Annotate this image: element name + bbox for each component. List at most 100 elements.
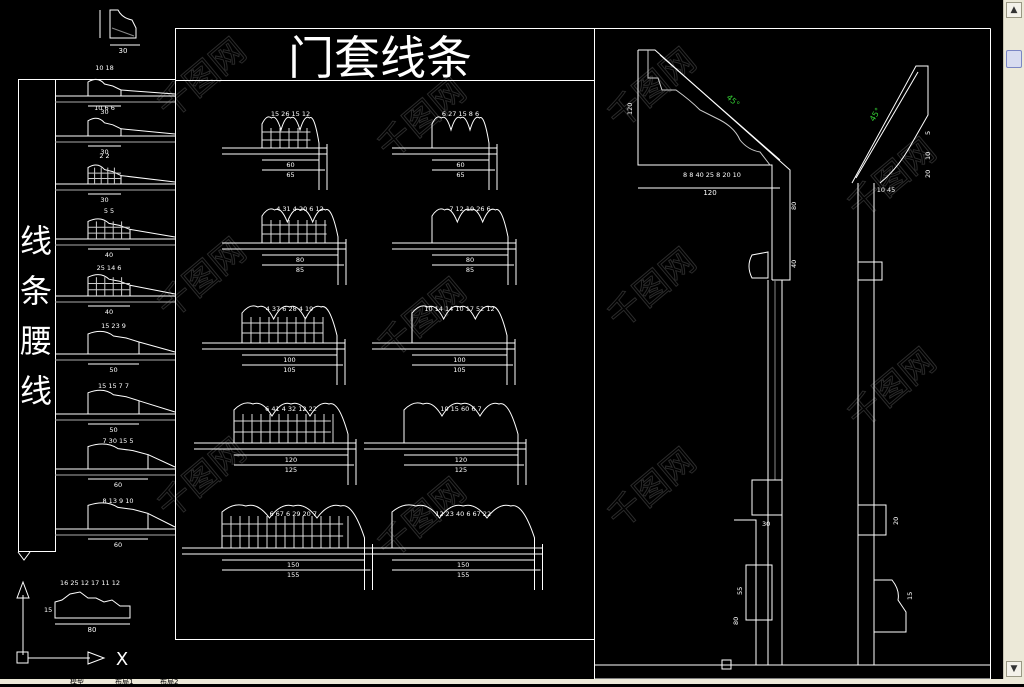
door-profile-dim-1: 120: [285, 456, 297, 464]
side-label-char-2: 条: [20, 272, 52, 310]
watermark-text: 千图网: [600, 441, 704, 537]
waistline-bottom-dim: 50: [109, 366, 117, 374]
door-profile-dim-1: 150: [287, 561, 299, 569]
door-profile-left: 15 26 15 12 60 65: [222, 110, 328, 190]
elevation-b: 45° 10 45 5 10 20 20 15: [851, 65, 932, 665]
door-profile-dim-2: 85: [466, 266, 474, 274]
door-profile-dim-1: 60: [286, 161, 294, 169]
elevation-a-lower-2: 55: [736, 587, 744, 595]
door-profile-dim-2: 125: [455, 466, 467, 474]
door-profile-top-dims: 10 15 60 6 7: [440, 405, 481, 413]
waistline-bottom-dim: 60: [114, 541, 122, 549]
ucs-icon: X: [16, 580, 128, 670]
legend-profile: 16 25 12 17 11 12 80 15: [44, 579, 131, 634]
layout-tab-bar: 模型 布局1 布局2: [0, 678, 1024, 686]
elevation-b-side-1: 5: [924, 131, 932, 135]
elevation-b-side-2: 10: [924, 152, 932, 160]
waistline-top-dims: 10 18: [95, 64, 114, 72]
waistline-profile: 15 15 7 7 50: [55, 382, 176, 434]
door-profile-dim-1: 80: [466, 256, 474, 264]
door-profile-dim-1: 60: [456, 161, 464, 169]
label-column-arrow: [17, 551, 31, 561]
door-profile-dim-2: 85: [296, 266, 304, 274]
watermark-text: 千图网: [370, 471, 474, 567]
side-label: 线 条 腰 线: [20, 222, 52, 410]
elevation-a-side-3: 40: [790, 260, 798, 268]
scroll-thumb[interactable]: [1006, 50, 1022, 68]
door-profile-top-dims: 4 37 6 28 4 19: [266, 305, 314, 313]
waistline-bottom-dim: 40: [105, 251, 113, 259]
waistline-top-dims: 8 13 9 10: [102, 497, 133, 505]
watermark-text: 千图网: [150, 31, 254, 127]
elevation-a-total: 120: [703, 189, 716, 197]
door-profiles-left: 15 26 15 12 60 65 4 31 4 20 6 12 80 85 4 37 6 …: [182, 110, 373, 590]
side-label-char-3: 腰: [20, 322, 52, 360]
door-profile-dim-1: 120: [455, 456, 467, 464]
top-profile: 30: [99, 9, 140, 55]
waistline-profile: 7 30 15 560: [55, 437, 176, 489]
frame-lines: [18, 28, 991, 680]
waistline-top-dims: 15 15 7 7: [98, 382, 129, 390]
scroll-down-button[interactable]: ▼: [1006, 661, 1022, 677]
door-profile-top-dims: 7 12 10 26 6: [449, 205, 490, 213]
door-profile-top-dims: 4 31 4 20 6 12: [276, 205, 324, 213]
elevation-a-bottom-dims: 8 8 40 25 8 20 10: [683, 171, 741, 179]
door-profile-dim-1: 80: [296, 256, 304, 264]
waistline-top-dims: 2 2: [99, 152, 109, 160]
door-profile-top-dims: 12 23 40 6 67 22: [435, 510, 491, 518]
cad-drawing-canvas[interactable]: 千图网千图网千图网千图网千图网千图网千图网千图网千图网千图网千图网 门套线条 线…: [0, 0, 1003, 680]
waistline-profile: 15 23 9 50: [55, 322, 176, 374]
door-profile-dim-1: 100: [283, 356, 295, 364]
legend-top-dims: 16 25 12 17 11 12: [60, 579, 120, 587]
waistline-bottom-dim: 50: [109, 426, 117, 434]
waistline-bottom-dim: 40: [105, 308, 113, 316]
elevation-a-lower-3: 80: [732, 617, 740, 625]
door-profile-right: 10 15 60 6 7 120 125: [364, 402, 527, 485]
door-profile-left: 6 41 4 32 12 22 120 125: [194, 402, 357, 485]
waistline-bottom-dim: 30: [100, 108, 108, 116]
top-profile-dim: 30: [119, 47, 128, 55]
door-profile-left: 4 31 4 20 6 12 80 85: [222, 205, 347, 285]
watermark-text: 千图网: [600, 41, 704, 137]
door-profile-dim-2: 125: [285, 466, 297, 474]
waistline-bottom-dim: 30: [100, 148, 108, 156]
watermark-text: 千图网: [840, 341, 944, 437]
legend-bottom-dim: 80: [88, 626, 97, 634]
waistline-profile: 25 14 6 40: [55, 264, 176, 316]
waistline-top-dims: 15 23 9: [101, 322, 126, 330]
elevation-b-bottom-dims: 10 45: [877, 186, 896, 194]
tab-model[interactable]: 模型: [70, 678, 84, 686]
waistline-profile: 10 18 30: [55, 64, 176, 116]
vertical-scrollbar[interactable]: ▲ ▼: [1003, 0, 1024, 679]
ucs-x-label: X: [116, 649, 128, 670]
tab-layout-2[interactable]: 布局2: [160, 678, 179, 686]
drawing-title: 门套线条: [288, 31, 472, 85]
door-profile-top-dims: 6 27 15 8 6: [442, 110, 479, 118]
tab-layout-1[interactable]: 布局1: [115, 678, 134, 686]
waistline-top-dims: 10 6 6: [94, 104, 115, 112]
waistline-top-dims: 25 14 6: [97, 264, 122, 272]
door-profile-dim-1: 150: [457, 561, 469, 569]
waistline-profile: 8 13 9 10 60: [55, 497, 176, 549]
legend-side-dim: 15: [44, 606, 52, 614]
door-profile-dim-2: 105: [453, 366, 465, 374]
door-profile-dim-2: 155: [457, 571, 469, 579]
waistline-profile: 2 2 30: [55, 152, 176, 204]
door-profile-top-dims: 6 41 4 32 12 22: [265, 405, 317, 413]
scroll-up-button[interactable]: ▲: [1006, 2, 1022, 18]
elevation-a: 45° 8 8 40 25 8 20 10 120 120 80 40 30 5…: [626, 49, 798, 670]
elevation-b-lower-2: 15: [906, 592, 914, 600]
door-profile-dim-2: 65: [286, 171, 294, 179]
elevation-b-lower-1: 20: [892, 517, 900, 525]
door-profile-top-dims: 15 26 15 12: [271, 110, 310, 118]
door-profile-right: 12 23 40 6 67 22 150 155: [352, 504, 543, 590]
watermark-text: 千图网: [370, 71, 474, 167]
waistline-bottom-dim: 30: [100, 196, 108, 204]
